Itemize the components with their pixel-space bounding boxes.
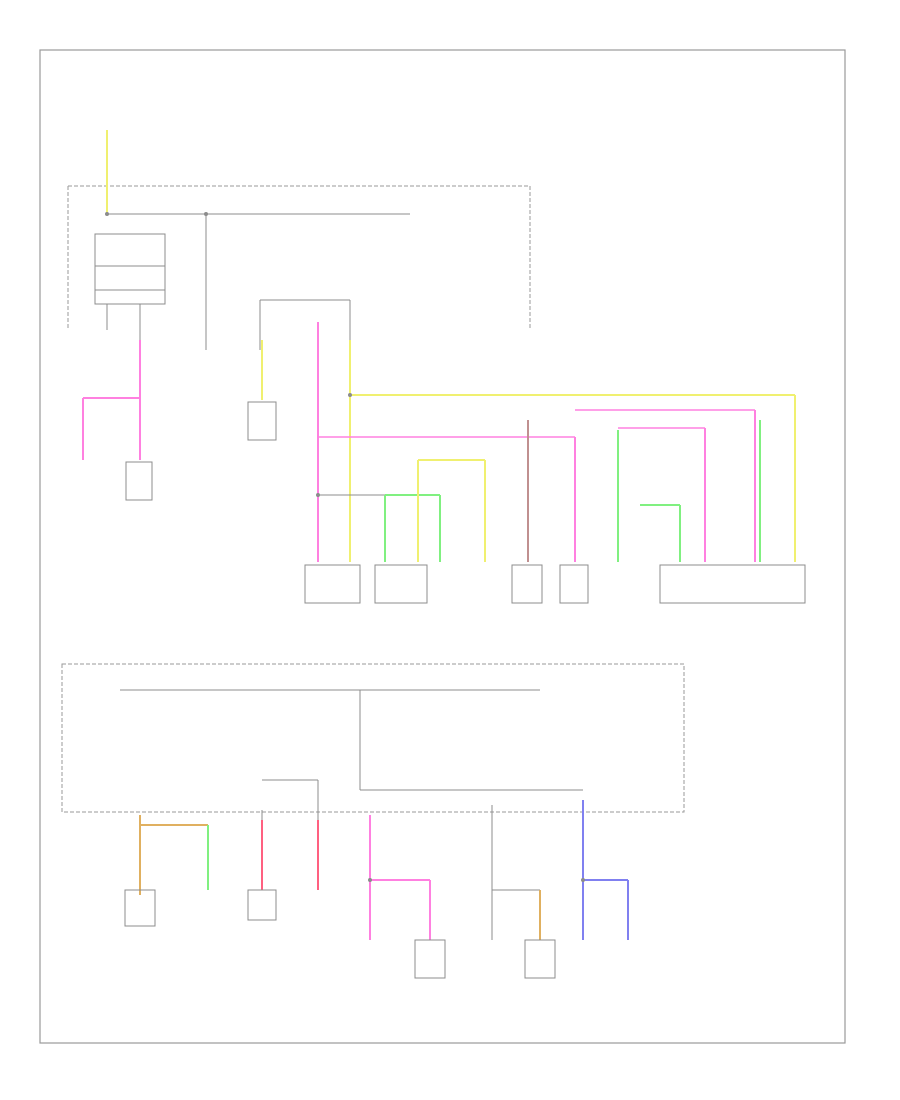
component-box — [414, 939, 446, 979]
splice-node — [581, 878, 585, 882]
component-box — [374, 564, 428, 604]
component-box — [511, 564, 543, 604]
component-box — [659, 564, 806, 604]
component-box — [559, 564, 589, 604]
upper-branches — [82, 322, 806, 604]
component-box — [247, 889, 277, 921]
splice-node — [368, 878, 372, 882]
relay-block — [94, 233, 166, 305]
lower-branches — [124, 800, 629, 979]
lower-fuse-box — [61, 663, 685, 830]
upper-fuse-box — [67, 130, 531, 350]
component-box — [124, 889, 156, 927]
splice-node — [204, 212, 208, 216]
upper-fuse-box-outline — [67, 185, 531, 330]
component-box — [304, 564, 361, 604]
splice-node — [105, 212, 109, 216]
lower-fuse-box-outline — [61, 663, 685, 813]
component-box — [125, 461, 153, 501]
component-box — [247, 401, 277, 441]
splice-node — [316, 493, 320, 497]
component-box — [524, 939, 556, 979]
splice-node — [348, 393, 352, 397]
outer-frame — [39, 49, 846, 1044]
